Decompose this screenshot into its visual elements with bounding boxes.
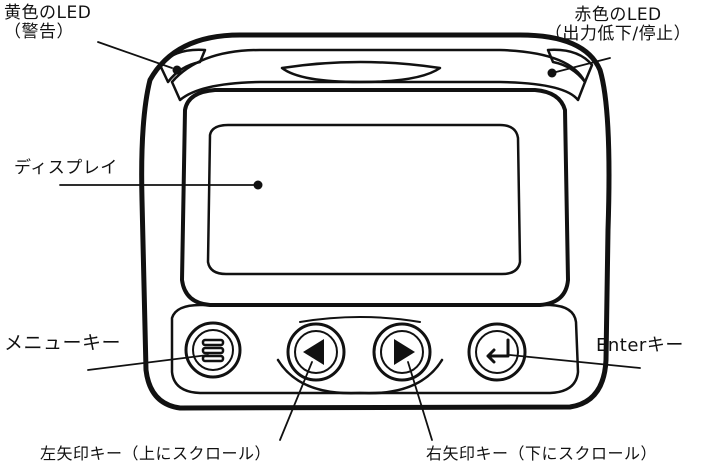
left-triangle-icon <box>303 339 324 365</box>
display-screen <box>206 123 522 276</box>
enter-button[interactable] <box>467 322 527 382</box>
yellow-led-label-line1: 黄色のLED <box>4 3 92 23</box>
arrow-keys-recess-top <box>299 316 421 323</box>
top-window <box>280 60 442 84</box>
right-arrow-key-label: 右矢印キー（下にスクロール） <box>426 444 658 463</box>
yellow-led-dot <box>172 65 182 75</box>
display-label: ディスプレイ <box>14 158 118 178</box>
enter-return-icon <box>486 338 510 364</box>
red-led-dot <box>547 68 557 78</box>
leader-red-led <box>555 57 611 73</box>
button-panel <box>170 303 580 395</box>
red-led-housing <box>546 48 594 84</box>
red-led-label-line1: 赤色のLED <box>574 5 662 25</box>
leader-right-arrow <box>407 361 433 441</box>
yellow-led-housing <box>158 48 207 84</box>
arrow-keys-recess <box>276 358 444 395</box>
display-pointer-dot <box>253 180 263 190</box>
device-outer-body <box>139 32 612 411</box>
right-arrow-button[interactable] <box>372 322 432 382</box>
leader-menu-key <box>87 354 209 371</box>
leader-yellow-led <box>97 41 173 69</box>
red-led-label: 赤色のLED （出力低下/停止） <box>520 6 716 44</box>
red-led-label-line2: （出力低下/停止） <box>544 24 692 44</box>
display-frame <box>180 88 570 307</box>
leader-left-arrow <box>279 361 313 441</box>
enter-key-label: Enterキー <box>596 335 684 356</box>
menu-button[interactable] <box>184 321 242 379</box>
menu-key-label: メニューキー <box>4 332 122 354</box>
left-arrow-button[interactable] <box>286 322 346 382</box>
device-inner-bezel <box>170 48 587 102</box>
left-arrow-key-label: 左矢印キー（上にスクロール） <box>40 444 272 463</box>
yellow-led-label: 黄色のLED （警告） <box>4 4 91 42</box>
yellow-led-label-line2: （警告） <box>4 22 74 42</box>
menu-lines-icon <box>201 338 225 363</box>
right-triangle-icon <box>394 339 415 365</box>
leader-enter-key <box>509 354 641 369</box>
